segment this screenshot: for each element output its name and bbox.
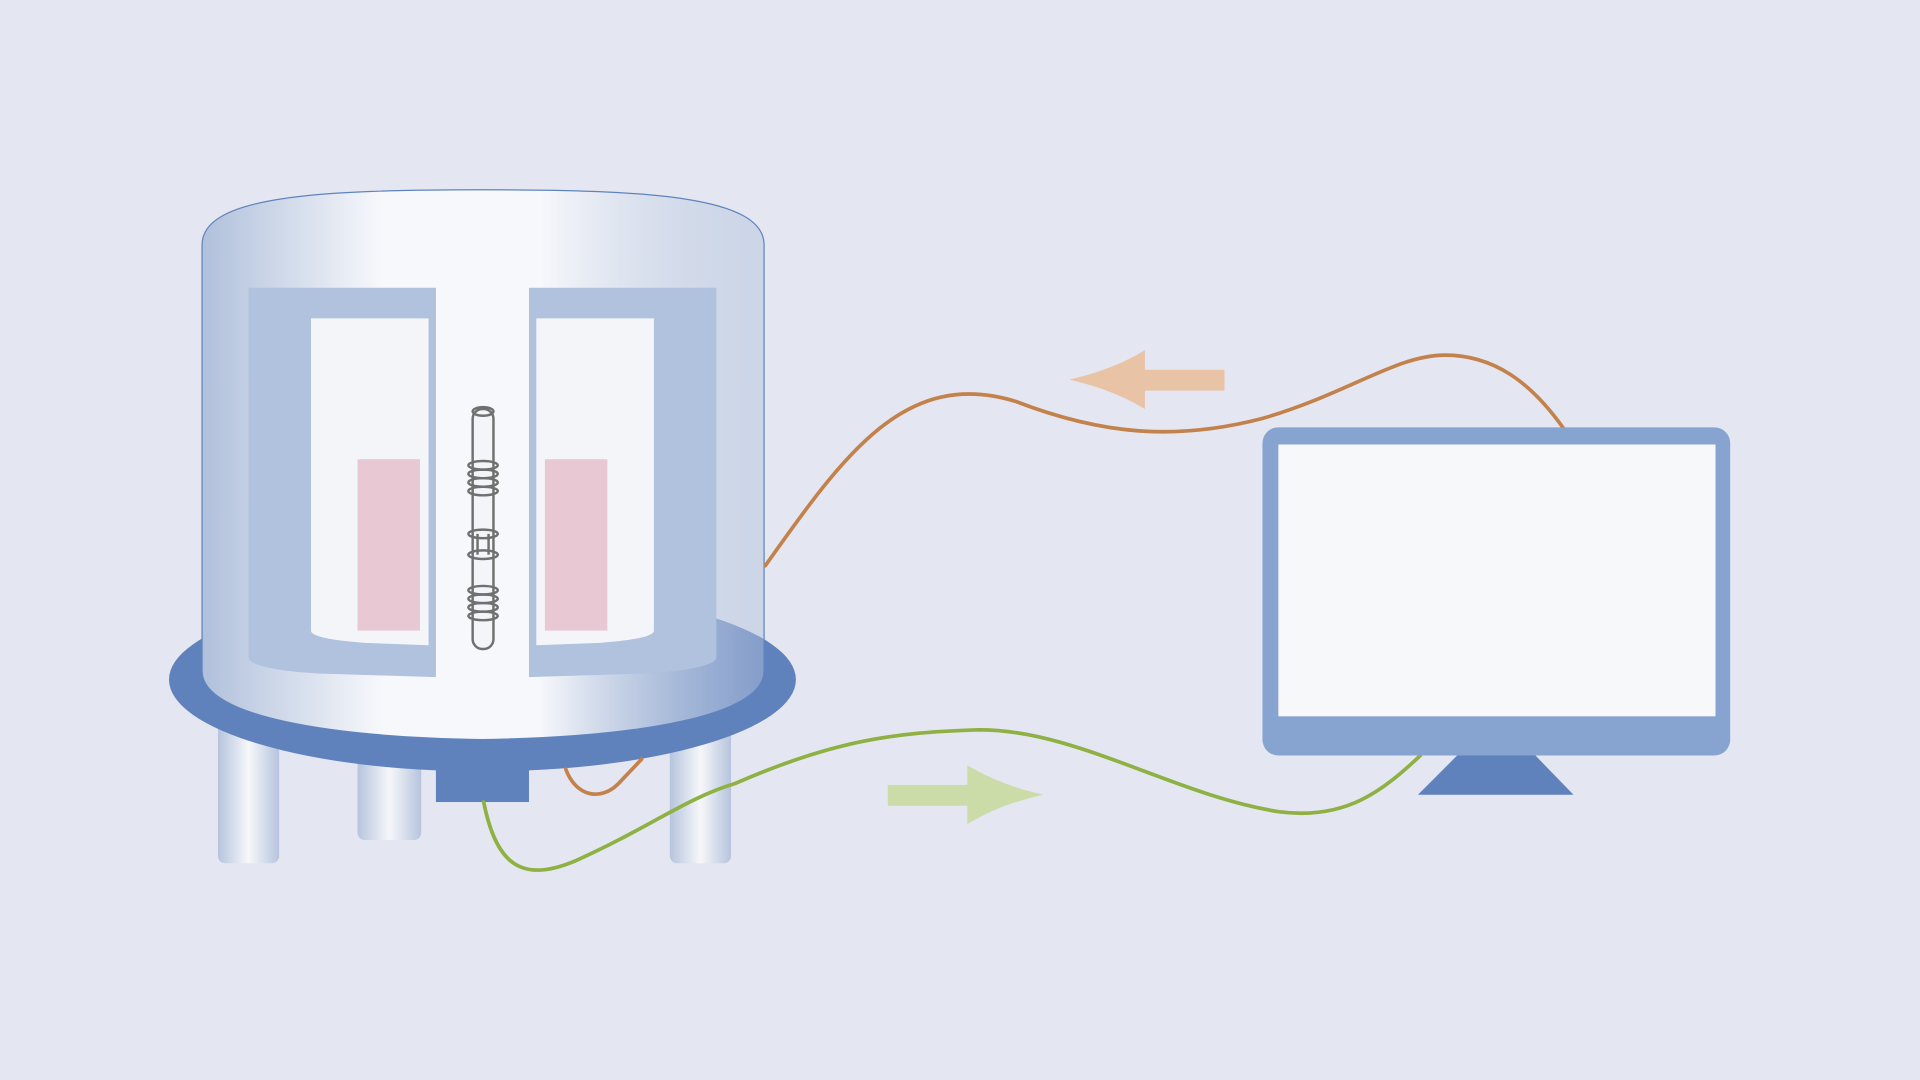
probe-cap [471, 405, 495, 417]
cables [481, 353, 1566, 872]
probe-coils-lower [467, 584, 499, 622]
probe-coils-middle [467, 528, 499, 561]
arrow-right-icon [887, 765, 1044, 825]
magnet-leg-right [669, 716, 732, 864]
arrow-left-icon [1068, 350, 1225, 409]
magnet-leg-left [217, 716, 280, 864]
receive-cable [481, 727, 1423, 872]
probe-coils-upper [467, 459, 499, 497]
coil-sample-left [357, 459, 420, 631]
nmr-probe-icon [467, 405, 499, 651]
coil-sample-right [544, 459, 608, 631]
probe-connector-box [435, 768, 529, 803]
monitor-screen [1278, 444, 1716, 717]
monitor-icon [1262, 427, 1731, 795]
monitor-stand [1417, 753, 1574, 795]
transmit-cable-loop [563, 757, 644, 796]
transmit-cable [763, 353, 1566, 568]
